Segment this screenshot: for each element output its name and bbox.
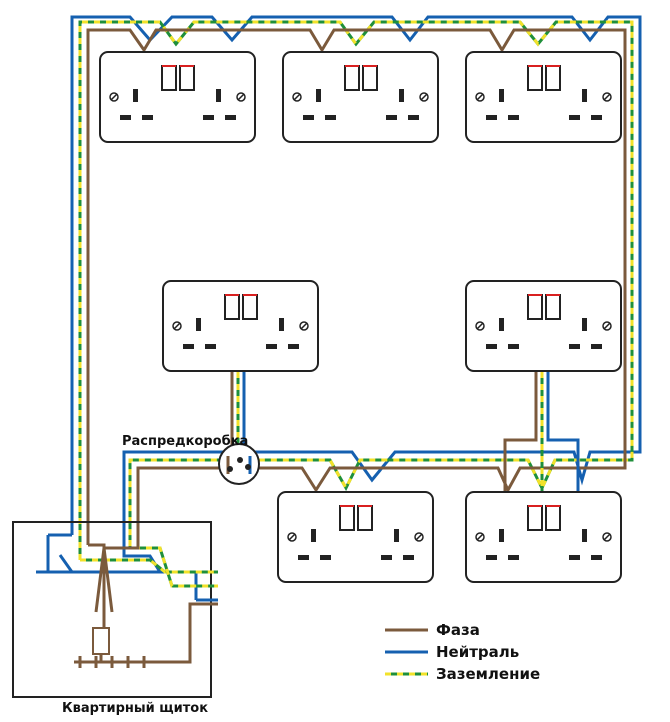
screw-icon bbox=[236, 92, 246, 102]
legend-label-neutral: Нейтраль bbox=[436, 643, 519, 661]
junction-box bbox=[218, 443, 260, 485]
socket-switches bbox=[527, 294, 561, 320]
panel-label: Квартирный щиток bbox=[62, 701, 208, 716]
apartment-panel-box bbox=[12, 521, 212, 698]
panel-internal-wiring bbox=[36, 533, 218, 668]
socket-switches bbox=[224, 294, 258, 320]
screw-icon bbox=[475, 92, 485, 102]
outlet-pins bbox=[303, 89, 336, 120]
legend-label-earth: Заземление bbox=[436, 665, 540, 683]
screw-icon bbox=[602, 321, 612, 331]
outlet-pins bbox=[381, 529, 414, 560]
socket-middle-left bbox=[162, 280, 319, 372]
legend: Фаза Нейтраль Заземление bbox=[385, 621, 540, 683]
phase-wire-upper bbox=[86, 28, 627, 545]
outlet-pins bbox=[486, 529, 519, 560]
screw-icon bbox=[602, 92, 612, 102]
screw-icon bbox=[292, 92, 302, 102]
outlet-pins bbox=[486, 318, 519, 349]
socket-switches bbox=[527, 505, 561, 531]
outlet-pins bbox=[120, 89, 153, 120]
socket-bottom-right bbox=[465, 491, 622, 583]
outlet-pins bbox=[266, 318, 299, 349]
outlet-pins bbox=[569, 318, 602, 349]
outlet-pins bbox=[569, 89, 602, 120]
outlet-pins bbox=[183, 318, 216, 349]
screw-icon bbox=[299, 321, 309, 331]
socket-switches bbox=[527, 65, 561, 91]
screw-icon bbox=[414, 532, 424, 542]
screw-icon bbox=[287, 532, 297, 542]
socket-top-middle bbox=[282, 51, 439, 143]
socket-plate bbox=[465, 51, 622, 143]
socket-switches bbox=[161, 65, 195, 91]
legend-label-phase: Фаза bbox=[436, 621, 480, 639]
sockets-layer bbox=[99, 51, 622, 583]
socket-top-right bbox=[465, 51, 622, 143]
socket-plate bbox=[99, 51, 256, 143]
socket-plate bbox=[162, 280, 319, 372]
screw-icon bbox=[475, 532, 485, 542]
screw-icon bbox=[419, 92, 429, 102]
right-drop bbox=[503, 372, 580, 492]
outlet-pins bbox=[386, 89, 419, 120]
socket-bottom-left bbox=[277, 491, 434, 583]
junction-box-label: Распредкоробка bbox=[122, 434, 248, 449]
socket-switches bbox=[339, 505, 373, 531]
outlet-pins bbox=[298, 529, 331, 560]
screw-icon bbox=[172, 321, 182, 331]
outlet-pins bbox=[486, 89, 519, 120]
socket-plate bbox=[277, 491, 434, 583]
outlet-pins bbox=[203, 89, 236, 120]
socket-top-left bbox=[99, 51, 256, 143]
upper-ring-wiring bbox=[70, 15, 642, 560]
socket-middle-right bbox=[465, 280, 622, 372]
socket-plate bbox=[465, 280, 622, 372]
socket-plate bbox=[282, 51, 439, 143]
screw-icon bbox=[602, 532, 612, 542]
screw-icon bbox=[475, 321, 485, 331]
outlet-pins bbox=[569, 529, 602, 560]
screw-icon bbox=[109, 92, 119, 102]
socket-switches bbox=[344, 65, 378, 91]
socket-plate bbox=[465, 491, 622, 583]
